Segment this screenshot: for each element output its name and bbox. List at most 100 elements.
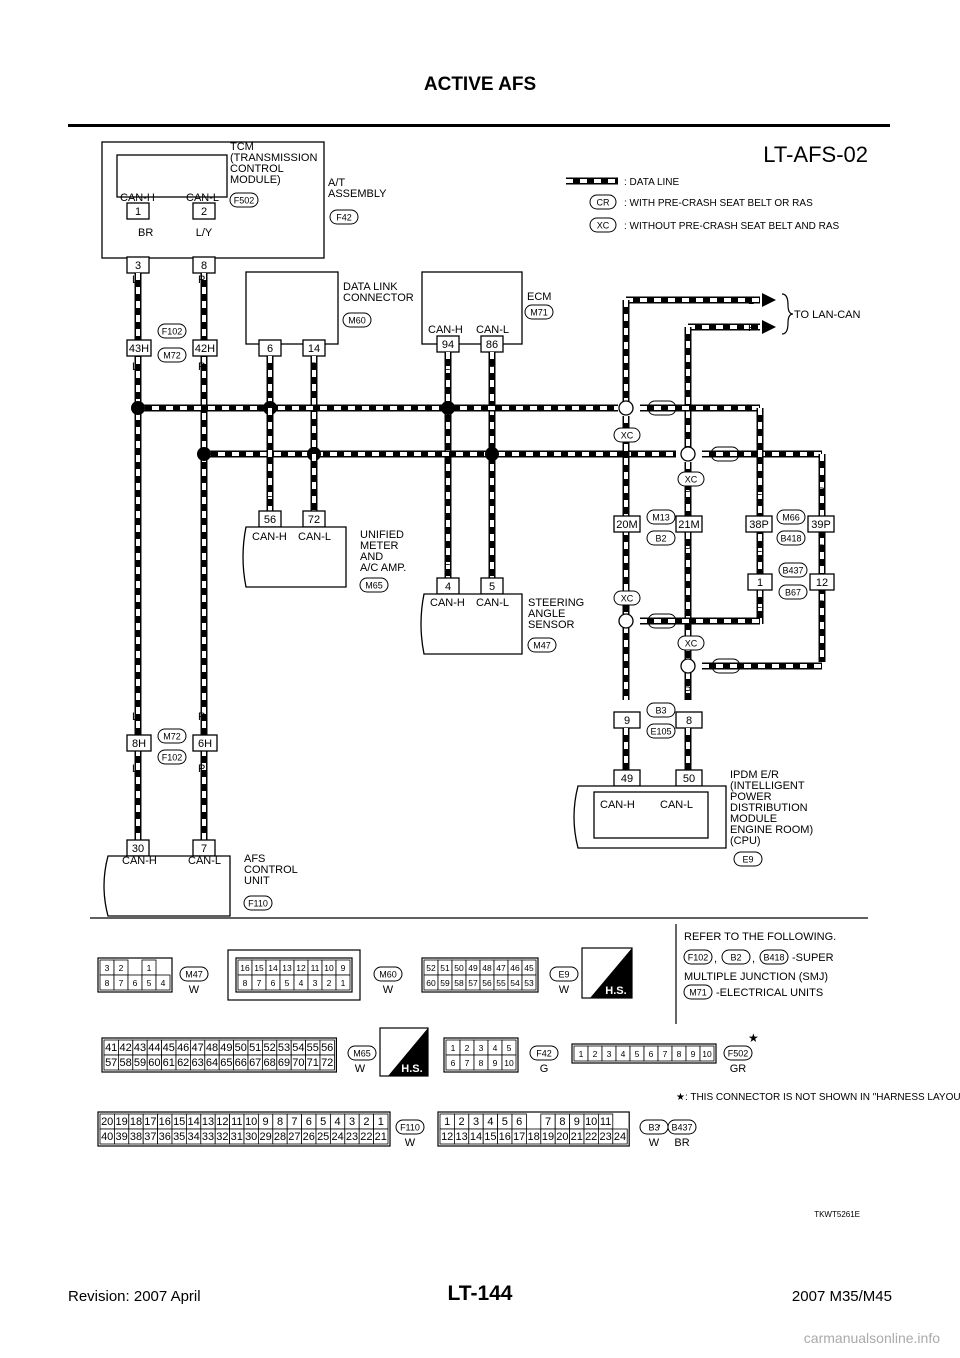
cell-number: 22 <box>585 1131 597 1143</box>
ipdm-label: (INTELLIGENT <box>730 780 805 792</box>
cell-number: 70 <box>292 1057 304 1069</box>
cell-number: 45 <box>524 963 534 973</box>
can-l-label: CAN-L <box>660 799 693 811</box>
junction-pin <box>745 515 773 533</box>
cell-number: 8 <box>677 1049 682 1059</box>
cell-number: 24 <box>614 1131 626 1143</box>
cell-number: 43 <box>134 1042 146 1054</box>
cell-number: 68 <box>263 1057 275 1069</box>
cell-number: 49 <box>468 963 478 973</box>
connector-code: M72 <box>163 732 181 742</box>
cell-number: 51 <box>440 963 450 973</box>
xc-badge <box>613 590 641 606</box>
connector-code: B418 <box>763 953 784 963</box>
cell-number: 9 <box>691 1049 696 1059</box>
b67-badge <box>778 584 808 600</box>
can-h-label: CAN-H <box>428 324 463 336</box>
pin-number: 49 <box>621 773 633 785</box>
cell-number: 9 <box>574 1116 580 1128</box>
connector-code: XC <box>685 639 698 649</box>
unified-meter-label: A/C AMP. <box>360 562 406 574</box>
wire-color: P <box>198 274 205 286</box>
wire-color: L <box>132 361 138 373</box>
connector-color: W <box>649 1137 660 1149</box>
cell-number: 27 <box>288 1131 300 1143</box>
m47-badge <box>179 966 209 982</box>
cell-number: 59 <box>440 978 450 988</box>
connector-code: M13 <box>652 513 670 523</box>
cell-number: 45 <box>163 1042 175 1054</box>
tcm-label: TCM <box>230 141 254 153</box>
cell-number: 6 <box>271 978 276 988</box>
pin-number: 8H <box>132 738 146 750</box>
cell-number: 4 <box>299 978 304 988</box>
ecm-box <box>421 271 523 345</box>
pin-number: 43H <box>129 343 149 355</box>
wire-color: L <box>756 599 762 611</box>
pin-number: 42H <box>195 343 215 355</box>
cell-number: 3 <box>479 1043 484 1053</box>
connector-code: B2 <box>730 953 741 963</box>
separator: , <box>714 953 717 965</box>
cell-number: 8 <box>105 978 110 988</box>
pin-number: 14 <box>308 343 320 355</box>
cell-number: 39 <box>115 1131 127 1143</box>
cell-number: 19 <box>115 1116 127 1128</box>
steering-label: STEERING <box>528 597 584 609</box>
cell-number: 9 <box>493 1058 498 1068</box>
option-splice <box>618 613 634 629</box>
wire-color: P <box>198 711 205 723</box>
cell-number: 38 <box>130 1131 142 1143</box>
cell-number: 23 <box>599 1131 611 1143</box>
pin-number: 8 <box>201 260 207 272</box>
legend-xc-badge <box>589 217 617 233</box>
e105-badge <box>646 723 676 739</box>
pin-number: 50 <box>683 773 695 785</box>
wire-color: P <box>198 763 205 775</box>
m72-badge <box>157 728 187 744</box>
cell-number: 5 <box>507 1043 512 1053</box>
ipdm-badge <box>733 851 763 867</box>
connector-code: XC <box>685 475 698 485</box>
cell-number: 2 <box>327 978 332 988</box>
wire-color: L <box>622 543 628 555</box>
cell-number: 60 <box>426 978 436 988</box>
cell-number: 54 <box>510 978 520 988</box>
pin-number: 7 <box>201 843 207 855</box>
connector-cell <box>612 1128 628 1145</box>
wire-color: P <box>684 486 691 498</box>
steering-label: SENSOR <box>528 619 575 631</box>
connector-color: W <box>559 984 570 996</box>
cell-number: 61 <box>163 1057 175 1069</box>
b2-badge <box>721 949 751 965</box>
connector-code: E105 <box>650 727 671 737</box>
connector-code: F102 <box>162 327 183 337</box>
xc-badge <box>677 471 705 487</box>
connector-code: F42 <box>336 213 352 223</box>
cell-number: 36 <box>159 1131 171 1143</box>
cell-number: 55 <box>307 1042 319 1054</box>
junction-pin <box>675 515 703 533</box>
can-h-label: CAN-H <box>430 597 465 609</box>
pin-number: 20M <box>616 519 637 531</box>
cell-number: 23 <box>346 1131 358 1143</box>
wire-color: L <box>132 763 138 775</box>
option-splice <box>680 658 696 674</box>
wire-color: L <box>756 486 762 498</box>
can-l-label: CAN-L <box>476 324 509 336</box>
connector-code: CR <box>597 198 610 208</box>
cell-number: 25 <box>317 1131 329 1143</box>
connector-cell <box>521 974 537 991</box>
cell-number: 11 <box>600 1116 611 1128</box>
b3-badge <box>646 702 676 718</box>
cell-number: 16 <box>159 1116 171 1128</box>
cell-number: 6 <box>516 1116 522 1128</box>
cell-number: 69 <box>278 1057 290 1069</box>
connector-cell <box>501 1054 517 1071</box>
connector-code: XC <box>621 431 634 441</box>
cell-number: 1 <box>579 1049 584 1059</box>
connector-code: M65 <box>353 1049 371 1059</box>
connector-code: F502 <box>234 196 255 206</box>
